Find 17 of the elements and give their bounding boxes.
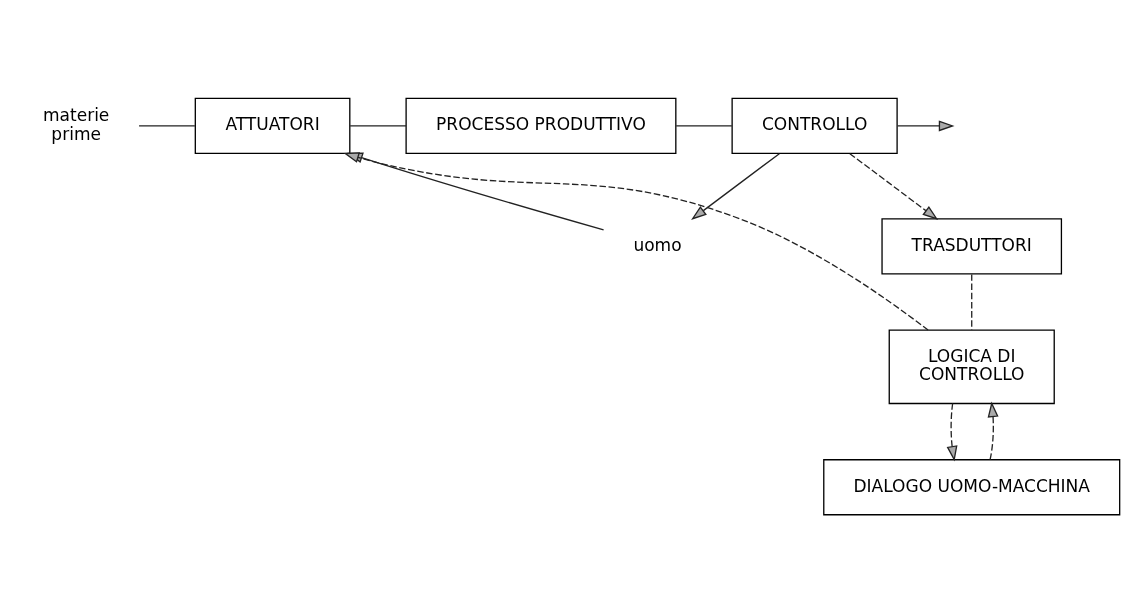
arrow — [849, 152, 939, 220]
connector — [675, 124, 733, 127]
node-box: PROCESSO PRODUTTIVO — [405, 97, 677, 154]
node-box: ATTUATORI — [194, 97, 351, 154]
node-text: materie prime — [42, 104, 110, 144]
connector — [349, 124, 407, 127]
node-box: TRASDUTTORI — [881, 217, 1063, 274]
node-box: LOGICA DI CONTROLLO — [888, 329, 1055, 404]
node-text: uomo — [633, 234, 682, 255]
connector — [138, 124, 196, 127]
arrow — [691, 152, 780, 220]
node-box: DIALOGO UOMO-MACCHINA — [823, 458, 1121, 515]
connector — [971, 273, 973, 331]
node-box: CONTROLLO — [731, 97, 898, 154]
arrow — [987, 401, 999, 460]
arrow — [896, 119, 955, 131]
arrow — [946, 402, 958, 462]
